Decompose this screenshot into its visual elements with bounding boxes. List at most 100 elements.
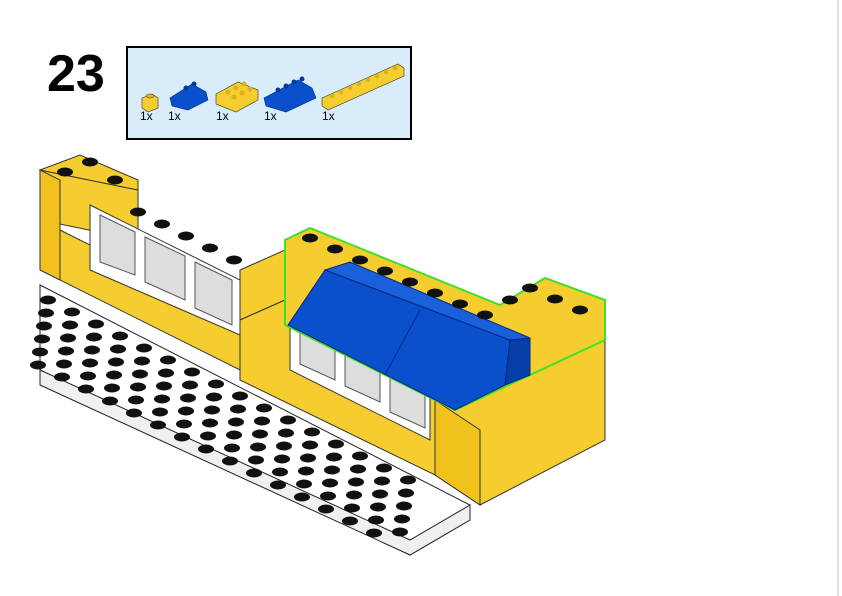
baseplate-stud <box>246 468 262 478</box>
baseplate-stud <box>350 464 366 474</box>
baseplate-stud <box>104 383 120 393</box>
baseplate-stud <box>106 370 122 380</box>
brick-stud <box>57 167 73 177</box>
baseplate-stud <box>206 392 222 402</box>
baseplate-stud <box>232 391 248 401</box>
baseplate-stud <box>32 347 48 357</box>
baseplate-stud <box>30 360 46 370</box>
baseplate-stud <box>128 395 144 405</box>
baseplate-stud <box>348 477 364 487</box>
baseplate-stud <box>64 307 80 317</box>
baseplate-stud <box>40 295 56 305</box>
baseplate-stud <box>322 478 338 488</box>
brick-stud <box>226 255 242 265</box>
baseplate-stud <box>304 427 320 437</box>
part-qty: 1x <box>322 109 335 123</box>
baseplate-stud <box>228 417 244 427</box>
baseplate-stud <box>252 429 268 439</box>
part-yellow-1x1-icon <box>141 93 159 113</box>
baseplate-stud <box>112 331 128 341</box>
part-qty: 1x <box>168 109 181 123</box>
baseplate-stud <box>34 334 50 344</box>
baseplate-stud <box>226 430 242 440</box>
baseplate-stud <box>294 492 310 502</box>
baseplate-stud <box>318 504 334 514</box>
baseplate-stud <box>178 406 194 416</box>
baseplate-stud <box>82 358 98 368</box>
baseplate-stud <box>176 419 192 429</box>
baseplate-stud <box>346 490 362 500</box>
baseplate-stud <box>160 355 176 365</box>
brick-stud <box>302 233 318 243</box>
baseplate-stud <box>300 453 316 463</box>
baseplate-stud <box>342 516 358 526</box>
part-qty: 1x <box>216 109 229 123</box>
baseplate-stud <box>400 475 416 485</box>
brick-stud <box>402 277 418 287</box>
baseplate-stud <box>78 384 94 394</box>
baseplate-stud <box>374 476 390 486</box>
part-blue-slope-2x4-icon <box>263 76 317 113</box>
baseplate-stud <box>86 332 102 342</box>
baseplate-stud <box>394 514 410 524</box>
baseplate-stud <box>376 463 392 473</box>
baseplate-stud <box>326 452 342 462</box>
brick-stud <box>572 305 588 315</box>
baseplate-stud <box>62 320 78 330</box>
baseplate-stud <box>38 308 54 318</box>
part-blue-slope-2x2-icon <box>169 81 209 111</box>
baseplate-stud <box>324 465 340 475</box>
brick-stud <box>107 175 123 185</box>
step-number: 23 <box>47 45 105 103</box>
part-yellow-2x3-icon <box>215 81 259 113</box>
baseplate-stud <box>222 456 238 466</box>
baseplate-stud <box>254 416 270 426</box>
baseplate-stud <box>60 333 76 343</box>
baseplate-stud <box>36 321 52 331</box>
brick-stud <box>82 157 98 167</box>
baseplate-stud <box>320 491 336 501</box>
baseplate-stud <box>398 488 414 498</box>
brick-stud <box>202 243 218 253</box>
baseplate-stud <box>256 403 272 413</box>
baseplate-stud <box>132 369 148 379</box>
baseplate-stud <box>274 454 290 464</box>
baseplate-stud <box>58 346 74 356</box>
brick-stud <box>427 288 443 298</box>
baseplate-stud <box>248 455 264 465</box>
baseplate-stud <box>272 467 288 477</box>
baseplate-stud <box>126 408 142 418</box>
baseplate-stud <box>366 528 382 538</box>
baseplate-stud <box>56 359 72 369</box>
brick-stud <box>130 207 146 217</box>
baseplate-stud <box>230 404 246 414</box>
parts-icons <box>141 63 405 113</box>
baseplate-stud <box>102 396 118 406</box>
baseplate-stud <box>180 393 196 403</box>
baseplate-stud <box>396 501 412 511</box>
baseplate-stud <box>108 357 124 367</box>
brick-stud <box>502 295 518 305</box>
brick-stud <box>178 231 194 241</box>
brick-stud <box>327 244 343 254</box>
baseplate-stud <box>200 431 216 441</box>
baseplate-stud <box>154 394 170 404</box>
part-qty: 1x <box>264 109 277 123</box>
baseplate-stud <box>150 420 166 430</box>
baseplate-stud <box>278 428 294 438</box>
baseplate <box>30 284 471 556</box>
baseplate-stud <box>152 407 168 417</box>
baseplate-stud <box>80 371 96 381</box>
windows-back <box>89 204 241 336</box>
brick-stud <box>154 219 170 229</box>
baseplate-stud <box>136 343 152 353</box>
part-qty: 1x <box>140 109 153 123</box>
baseplate-stud <box>202 418 218 428</box>
part-yellow-1x8-icon <box>321 63 405 111</box>
baseplate-stud <box>372 489 388 499</box>
brick-stud <box>522 283 538 293</box>
baseplate-stud <box>134 356 150 366</box>
baseplate-stud <box>224 443 240 453</box>
baseplate-stud <box>130 382 146 392</box>
